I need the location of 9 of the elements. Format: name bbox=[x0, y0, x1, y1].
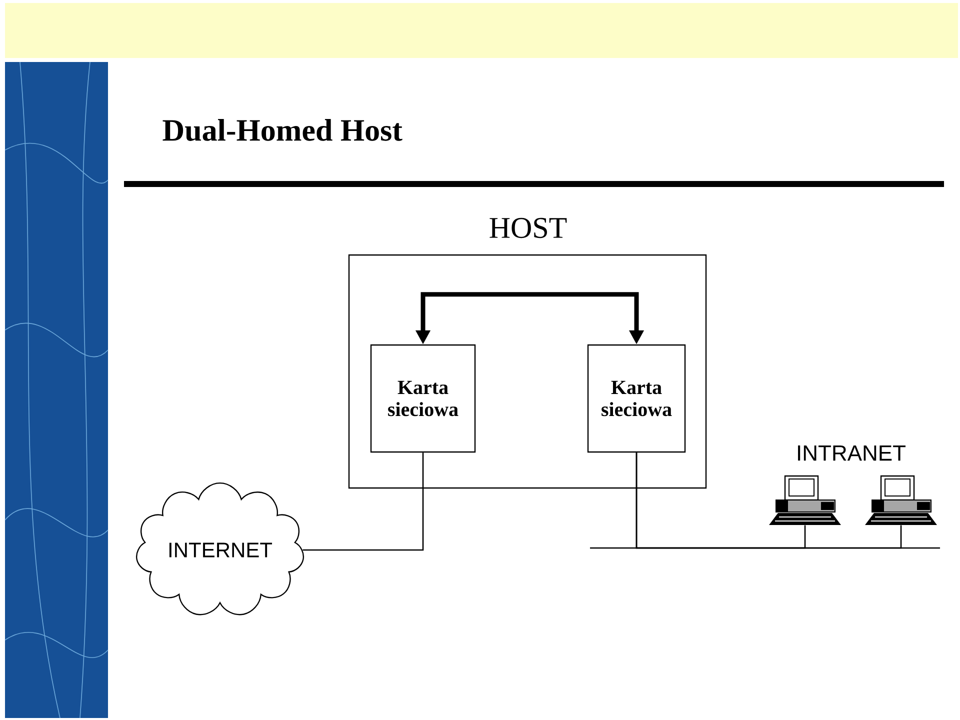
title: Dual-Homed Host bbox=[162, 119, 402, 141]
network-card-box: Karta sieciowa bbox=[587, 344, 686, 453]
connector-line bbox=[302, 452, 424, 551]
network-label: INTRANET bbox=[798, 445, 906, 461]
computer-drawing bbox=[865, 475, 938, 525]
network-card-box: Karta sieciowa bbox=[370, 344, 476, 453]
box-heading: HOST bbox=[490, 218, 567, 238]
connector-line bbox=[636, 452, 902, 549]
computer-drawing bbox=[769, 475, 841, 525]
